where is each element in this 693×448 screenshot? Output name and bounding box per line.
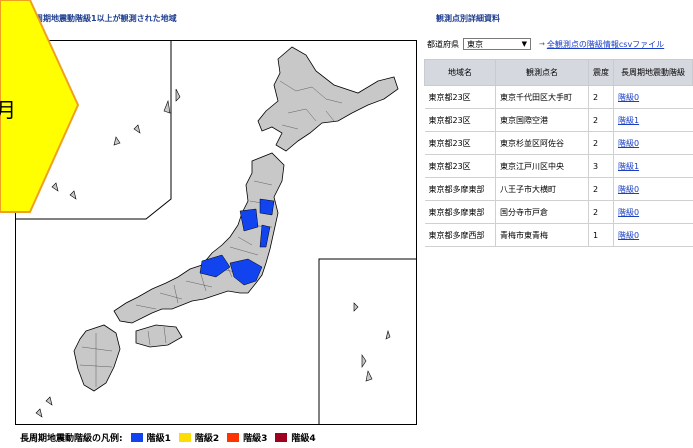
legend-label-class1: 階級1 bbox=[146, 433, 171, 444]
cell-station: 青梅市東青梅 bbox=[495, 223, 589, 247]
legend: 長周期地震動階級の凡例: 階級1 階級2 階級3 階級4 bbox=[20, 430, 324, 444]
observed-class1-area[interactable] bbox=[199, 254, 231, 278]
cell-region: 東京都23区 bbox=[424, 154, 496, 178]
legend-item-class2: 階級2 bbox=[178, 431, 220, 444]
cell-intensity: 2 bbox=[588, 108, 614, 132]
cell-station: 国分寺市戸倉 bbox=[495, 200, 589, 224]
inset-frame-islands bbox=[16, 41, 172, 220]
cell-intensity: 1 bbox=[588, 223, 614, 247]
cell-station: 八王子市大横町 bbox=[495, 177, 589, 201]
legend-label-class4: 階級4 bbox=[291, 433, 316, 444]
callout-overlay bbox=[0, 0, 80, 213]
table-row: 東京都23区 東京杉並区阿佐谷 2 階級0 bbox=[424, 131, 693, 155]
chevron-down-icon: ▼ bbox=[521, 40, 527, 48]
legend-title: 長周期地震動階級の凡例: bbox=[20, 433, 123, 444]
legend-item-class3: 階級3 bbox=[227, 431, 267, 444]
cell-station: 東京江戸川区中央 bbox=[495, 154, 589, 178]
inset-frame-ogasawara bbox=[318, 258, 416, 424]
prefecture-select[interactable]: 東京 ▼ bbox=[463, 38, 531, 50]
legend-swatch-class2 bbox=[178, 432, 191, 442]
csv-download-link[interactable]: 全観測点の階級情報csvファイル bbox=[546, 39, 665, 49]
header-region: 地域名 bbox=[424, 59, 496, 86]
table-row: 東京都多摩東部 国分寺市戸倉 2 階級0 bbox=[424, 200, 693, 224]
cell-class-link[interactable]: 階級1 bbox=[618, 115, 640, 125]
map-title: 長周期地震動階級1以上が観測された地域 bbox=[27, 14, 177, 23]
cell-station: 東京杉並区阿佐谷 bbox=[495, 131, 589, 155]
cell-intensity: 2 bbox=[588, 131, 614, 155]
honshu-region[interactable] bbox=[113, 152, 285, 324]
observed-class1-area[interactable] bbox=[259, 198, 275, 216]
small-islands bbox=[35, 88, 391, 418]
legend-label-class3: 階級3 bbox=[243, 433, 268, 444]
station-table: 地域名 観測点名 震度 長周期地震動階級 東京都23区 東京千代田区大手町 2 … bbox=[424, 59, 693, 247]
legend-swatch-class4 bbox=[275, 432, 288, 442]
cell-region: 東京都23区 bbox=[424, 131, 496, 155]
arrow-right-icon: → bbox=[539, 40, 545, 48]
cell-class-link[interactable]: 階級0 bbox=[618, 207, 640, 217]
cell-class-link[interactable]: 階級0 bbox=[618, 138, 640, 148]
legend-label-class2: 階級2 bbox=[194, 433, 220, 444]
prefecture-row: 都道府県 東京 ▼ → 全観測点の階級情報csvファイル bbox=[427, 37, 664, 51]
table-header-row: 地域名 観測点名 震度 長周期地震動階級 bbox=[424, 59, 693, 86]
observed-class1-area[interactable] bbox=[259, 224, 271, 248]
table-row: 東京都23区 東京国際空港 2 階級1 bbox=[424, 108, 693, 132]
cell-intensity: 3 bbox=[588, 154, 614, 178]
cell-region: 東京都多摩東部 bbox=[424, 177, 496, 201]
table-row: 東京都多摩西部 青梅市東青梅 1 階級0 bbox=[424, 223, 693, 247]
cell-station: 東京千代田区大手町 bbox=[495, 85, 589, 109]
legend-swatch-class1 bbox=[130, 432, 143, 442]
cell-intensity: 2 bbox=[588, 85, 614, 109]
callout-arrow-shape bbox=[0, 0, 80, 213]
header-lpgm-class: 長周期地震動階級 bbox=[613, 59, 693, 86]
header-station: 観測点名 bbox=[495, 59, 589, 86]
detail-title: 観測点別詳細資料 bbox=[436, 14, 500, 23]
kyushu-region[interactable] bbox=[73, 324, 121, 392]
map-svg bbox=[16, 41, 416, 424]
table-row: 東京都23区 東京江戸川区中央 3 階級1 bbox=[424, 154, 693, 178]
cell-station: 東京国際空港 bbox=[495, 108, 589, 132]
table-row: 東京都多摩東部 八王子市大横町 2 階級0 bbox=[424, 177, 693, 201]
cell-region: 東京都23区 bbox=[424, 108, 496, 132]
cell-region: 東京都多摩東部 bbox=[424, 200, 496, 224]
table-row: 東京都23区 東京千代田区大手町 2 階級0 bbox=[424, 85, 693, 109]
prefecture-select-value: 東京 bbox=[467, 39, 483, 49]
prefecture-label: 都道府県 bbox=[427, 39, 459, 49]
cell-intensity: 2 bbox=[588, 200, 614, 224]
cell-class-link[interactable]: 階級0 bbox=[618, 230, 640, 240]
shikoku-region[interactable] bbox=[135, 324, 183, 348]
cell-intensity: 2 bbox=[588, 177, 614, 201]
hokkaido-region[interactable] bbox=[257, 46, 399, 152]
shikoku-borders bbox=[147, 326, 167, 346]
header-intensity: 震度 bbox=[588, 59, 614, 86]
legend-item-class4: 階級4 bbox=[275, 431, 316, 444]
observed-class1-area[interactable] bbox=[239, 208, 259, 232]
hokkaido-borders bbox=[279, 80, 343, 130]
callout-text: 月 bbox=[0, 98, 16, 122]
legend-item-class1: 階級1 bbox=[130, 431, 171, 444]
cell-class-link[interactable]: 階級0 bbox=[618, 92, 640, 102]
legend-swatch-class3 bbox=[227, 432, 240, 442]
cell-region: 東京都多摩西部 bbox=[424, 223, 496, 247]
observed-class1-area[interactable] bbox=[229, 258, 263, 286]
japan-map[interactable] bbox=[15, 40, 417, 425]
kyushu-borders bbox=[79, 333, 113, 387]
cell-region: 東京都23区 bbox=[424, 85, 496, 109]
cell-class-link[interactable]: 階級0 bbox=[618, 184, 640, 194]
cell-class-link[interactable]: 階級1 bbox=[618, 161, 640, 171]
